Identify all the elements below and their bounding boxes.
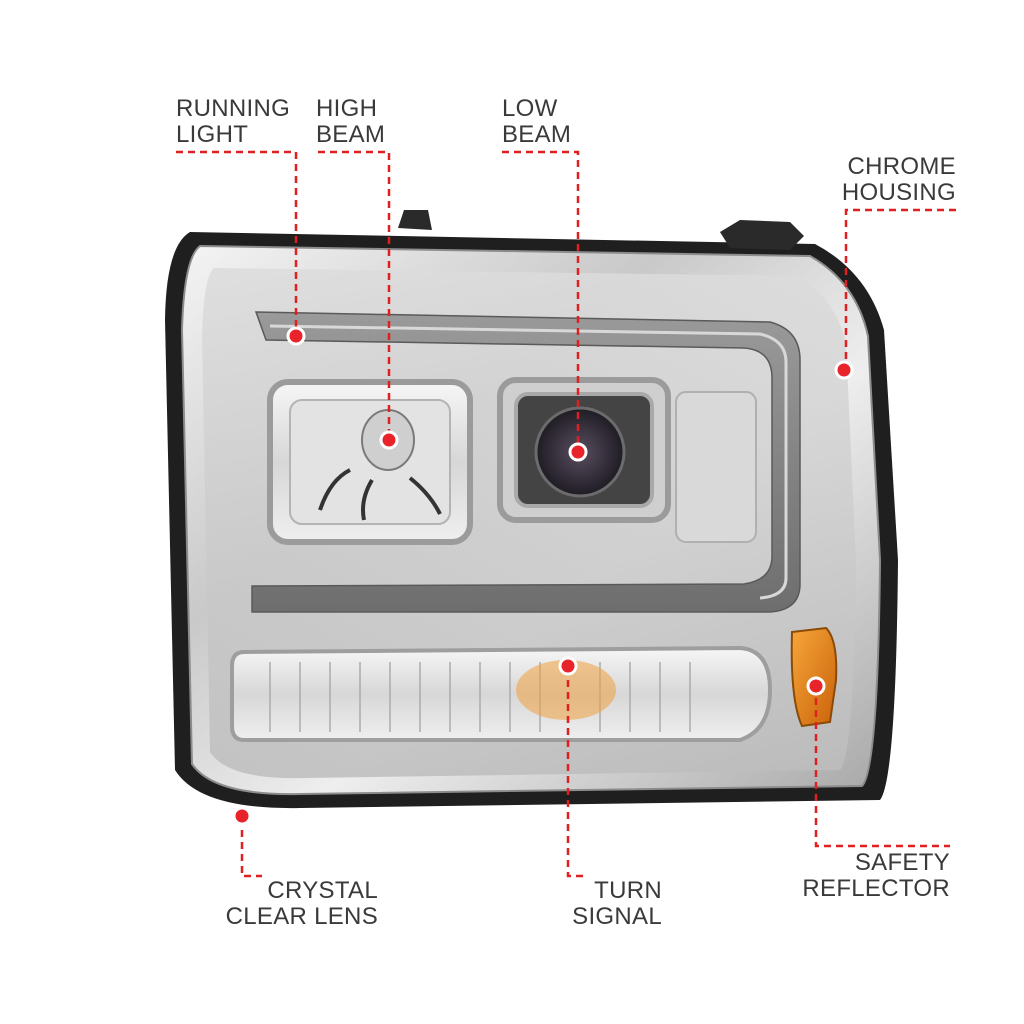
marker-safety-reflector	[806, 676, 826, 696]
leader-lines	[176, 150, 956, 878]
label-low-beam-line1: LOW	[502, 95, 558, 122]
label-crystal-clear-lens: CRYSTAL CLEAR LENS	[226, 878, 378, 930]
running-light-bar	[251, 311, 801, 613]
label-low-beam: LOW BEAM	[502, 96, 571, 148]
label-safety-reflector: SAFETY REFLECTOR	[802, 850, 950, 902]
label-running-light: RUNNING LIGHT	[176, 96, 290, 148]
leader-chrome-housing	[844, 208, 956, 370]
label-high-beam-line2: BEAM	[316, 121, 386, 148]
marker-turn-signal	[558, 656, 578, 676]
marker-chrome-housing	[834, 360, 854, 380]
marker-high-beam	[379, 430, 399, 450]
mounting-tab-right	[720, 220, 804, 250]
marker-crystal-clear-lens	[232, 806, 252, 826]
label-turn-signal-line2: SIGNAL	[572, 903, 662, 930]
leader-turn-signal	[566, 668, 588, 878]
label-chrome-housing-line1: CHROME	[847, 153, 956, 180]
callout-markers	[232, 326, 854, 826]
label-high-beam-line1: HIGH	[316, 95, 378, 122]
running-light-strip	[269, 324, 788, 600]
marker-low-beam	[568, 442, 588, 462]
label-crystal-clear-lens-line1: CRYSTAL	[267, 877, 378, 904]
leader-crystal-clear-lens	[240, 818, 262, 878]
turn-signal-amber-glow	[516, 660, 616, 720]
leader-low-beam	[502, 150, 580, 452]
inner-reflector-right	[675, 391, 757, 543]
label-turn-signal-line1: TURN	[594, 877, 662, 904]
label-chrome-housing-line2: HOUSING	[841, 179, 956, 206]
label-turn-signal: TURN SIGNAL	[572, 878, 662, 930]
leader-safety-reflector	[814, 686, 950, 848]
marker-running-light	[286, 326, 306, 346]
low-beam-lens-ring	[534, 406, 626, 498]
label-safety-reflector-line2: REFLECTOR	[802, 875, 950, 902]
label-high-beam: HIGH BEAM	[316, 96, 385, 148]
label-low-beam-line2: BEAM	[502, 121, 572, 148]
label-chrome-housing: CHROME HOUSING	[842, 154, 956, 206]
label-crystal-clear-lens-line2: CLEAR LENS	[225, 903, 378, 930]
mounting-tab-left	[398, 210, 432, 230]
bulb-wires	[318, 468, 442, 521]
turn-signal-lens	[230, 645, 773, 742]
label-safety-reflector-line1: SAFETY	[854, 849, 950, 876]
label-running-light-line1: RUNNING	[176, 95, 291, 122]
label-running-light-line2: LIGHT	[176, 121, 249, 148]
leader-running-light	[176, 150, 298, 334]
